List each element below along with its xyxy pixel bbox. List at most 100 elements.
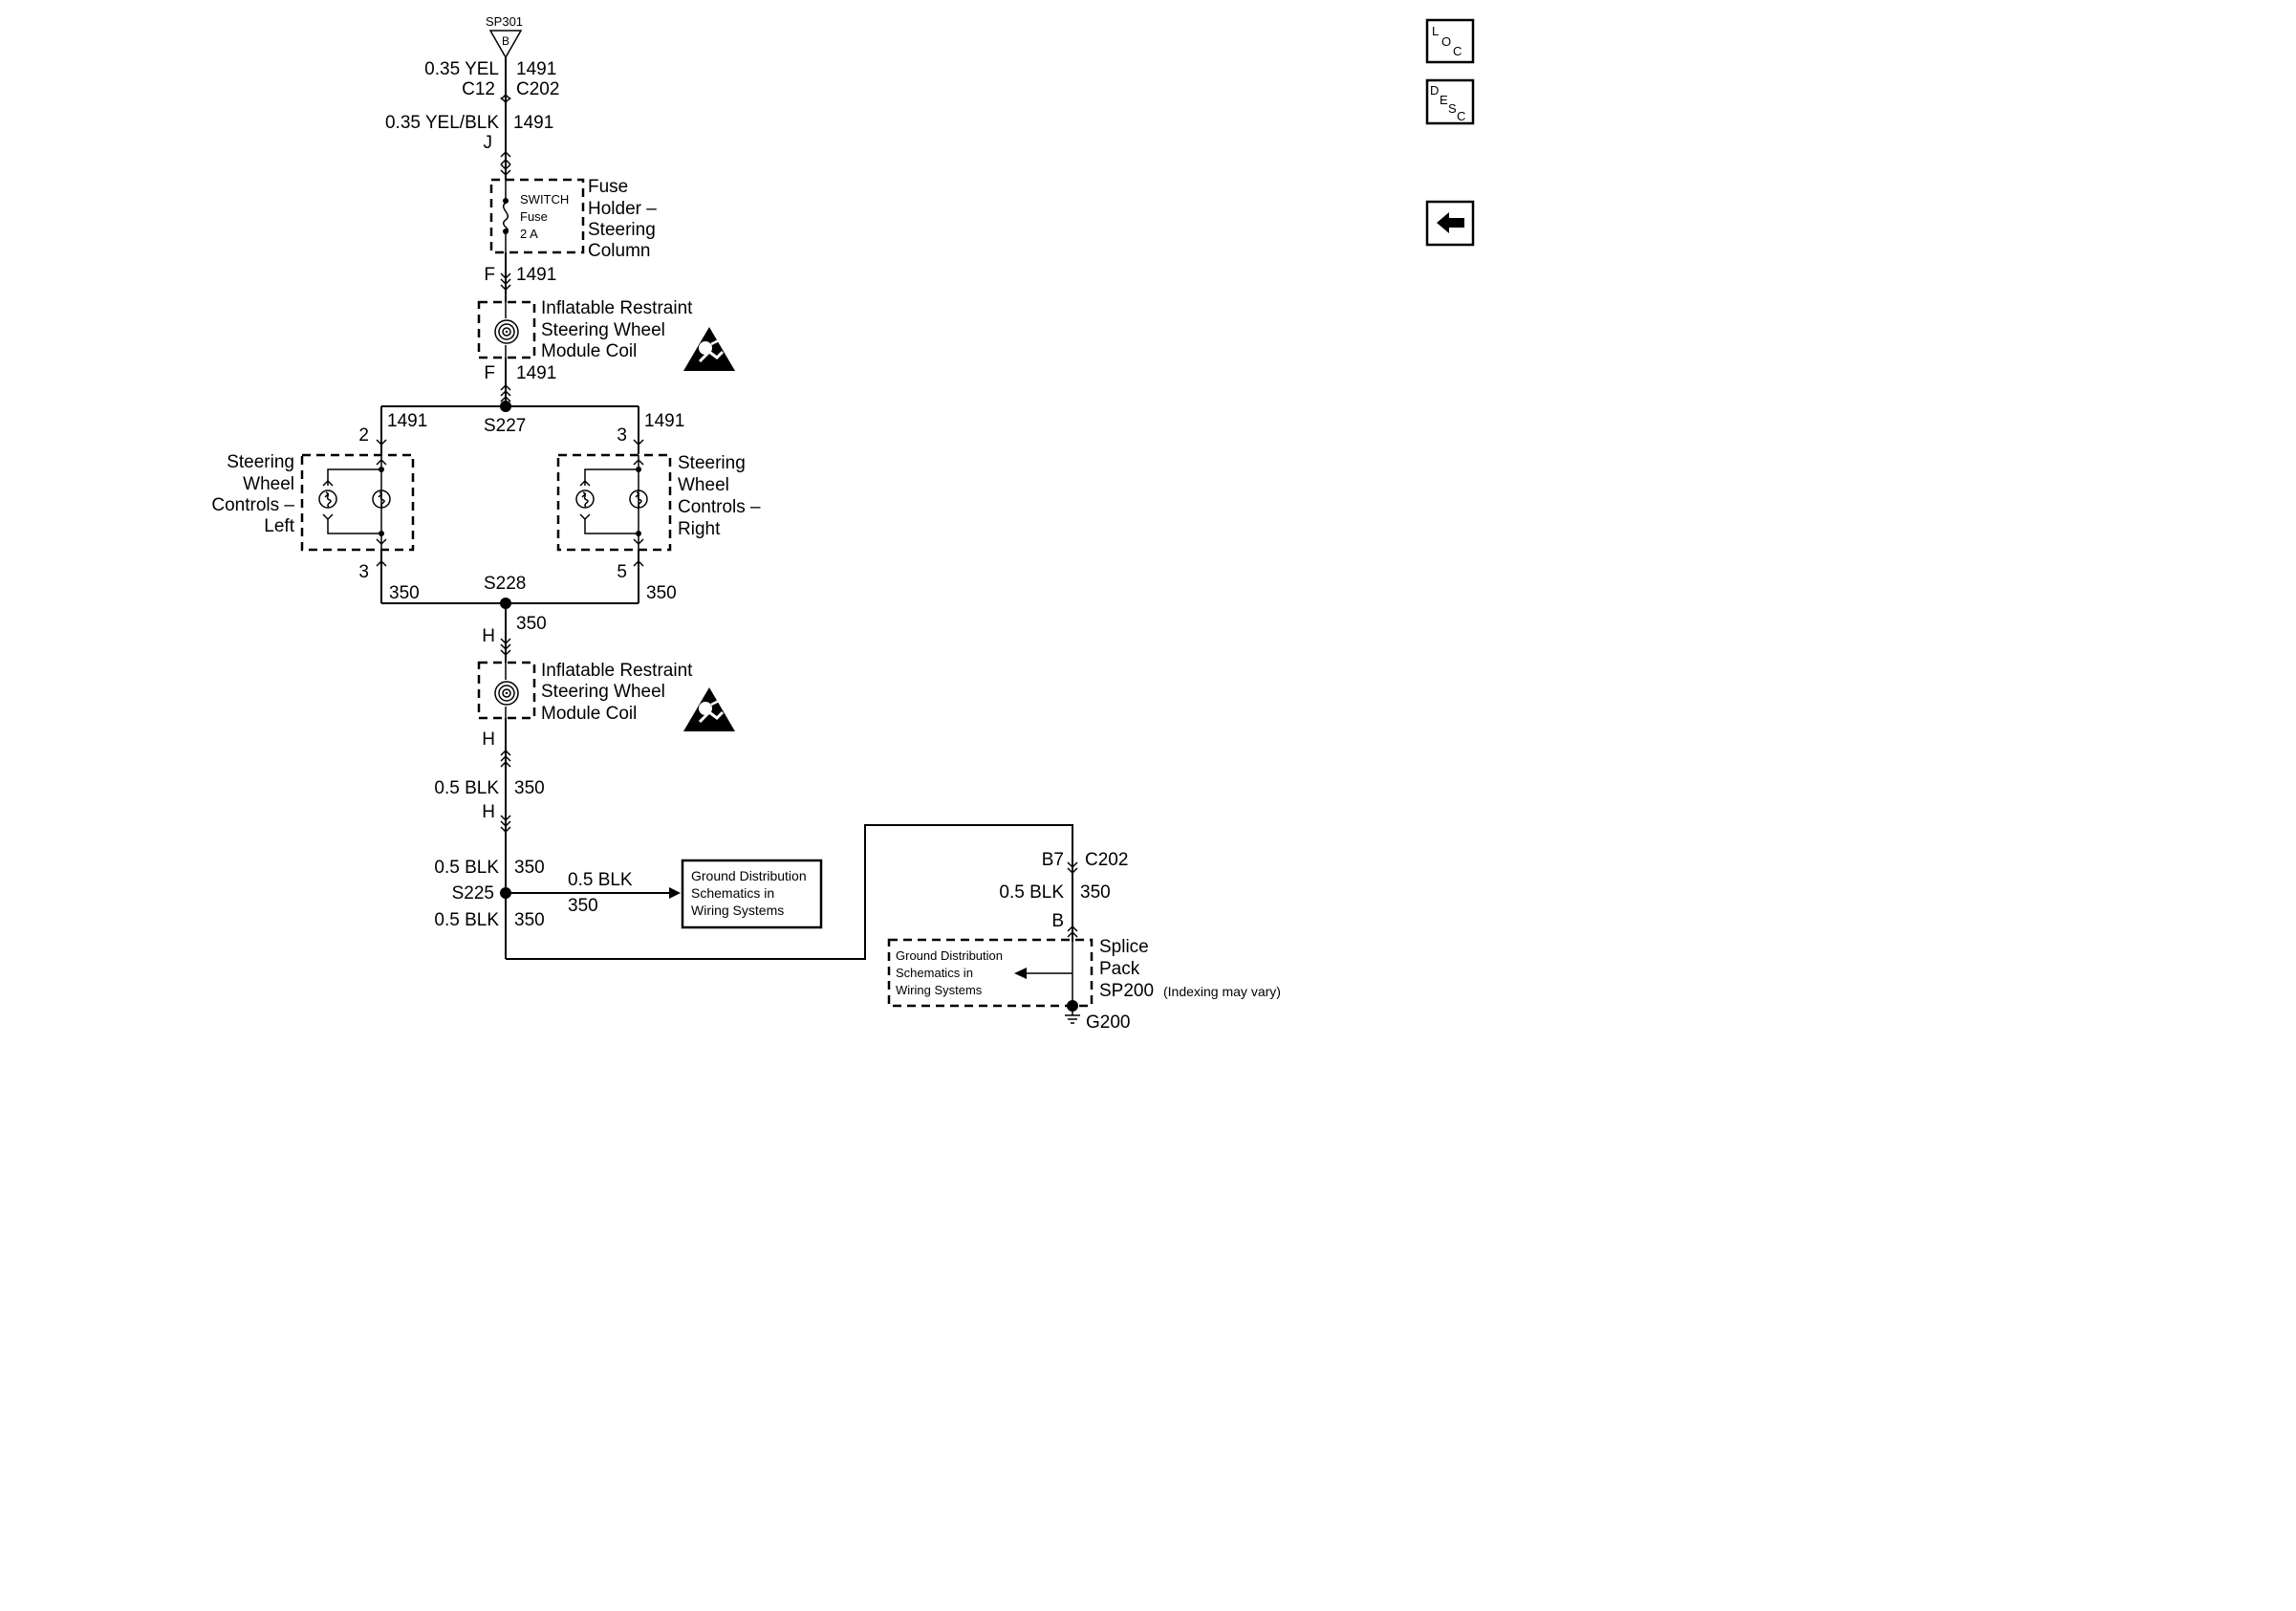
controls-right-label-3: Controls – xyxy=(678,497,761,517)
branch-circuit: 350 xyxy=(568,896,598,916)
wire-color-c: 0.5 BLK xyxy=(434,910,499,930)
wire-color-1: 0.35 YEL xyxy=(424,59,499,79)
loc-letter-c: C xyxy=(1453,44,1462,58)
desc-button[interactable]: D E S C xyxy=(1425,78,1475,125)
connector-c202-top: C202 xyxy=(516,79,559,99)
splice-s225-label: S225 xyxy=(452,883,494,903)
splice-pack-label-2: Pack xyxy=(1099,959,1140,979)
pin-b7: B7 xyxy=(1042,850,1064,870)
coil-lower-label-3: Module Coil xyxy=(541,704,637,724)
splice-s227-label: S227 xyxy=(484,416,526,436)
controls-left-box xyxy=(300,453,415,552)
coil-lower-box xyxy=(477,661,536,720)
pin-h-lower: H xyxy=(482,802,495,822)
splice-id-sp301: SP301 xyxy=(486,14,523,29)
pin-h-s228: H xyxy=(482,626,495,646)
splice-s227: S227 1491 1491 2 3 xyxy=(358,401,684,454)
splice-triangle xyxy=(488,30,523,59)
fuse-holder-label-1: Fuse xyxy=(588,177,628,197)
airbag-warning-icon-lower xyxy=(682,686,737,733)
circuit-350-right-side: 350 xyxy=(1080,882,1111,903)
ground-g200: G200 xyxy=(1086,1012,1130,1033)
splice-pack-box xyxy=(887,938,1094,1008)
splice-pack-label-1: Splice xyxy=(1099,937,1149,957)
circuit-1491-top: 1491 xyxy=(516,59,556,79)
splice-s228: S228 3 350 5 350 xyxy=(358,550,677,609)
ground-ref-2-line-3: Wiring Systems xyxy=(896,983,983,997)
steering-wheel-controls-left: Steering Wheel Controls – Left xyxy=(211,452,415,552)
coil-lower-label-1: Inflatable Restraint xyxy=(541,661,693,681)
fuse-holder-label-2: Holder – xyxy=(588,199,657,219)
coil-upper-label-3: Module Coil xyxy=(541,341,637,361)
desc-letter-d: D xyxy=(1430,83,1439,98)
splice-pack-sp200: Ground Distribution Schematics in Wiring… xyxy=(887,937,1281,1033)
wiring-schematic: SP301 B 0.35 YEL 1491 C12 C202 0.35 YEL/… xyxy=(211,14,1475,1033)
circuit-350-left: 350 xyxy=(389,583,420,603)
fuse-switch-label: SWITCH xyxy=(520,192,569,207)
clockspring-icon-lower xyxy=(494,681,519,706)
clockspring-icon xyxy=(494,319,519,344)
fuse-holder-label-3: Steering xyxy=(588,220,656,240)
wire-color-b: 0.5 BLK xyxy=(434,858,499,878)
controls-right-label-1: Steering xyxy=(678,453,746,473)
circuit-1491-left: 1491 xyxy=(387,411,427,431)
switch-right-1 xyxy=(575,490,595,509)
circuit-1491-coil: 1491 xyxy=(516,363,556,383)
pin-j: J xyxy=(484,133,493,153)
desc-letter-c: C xyxy=(1457,109,1465,123)
pin-3-left-out: 3 xyxy=(358,562,369,582)
desc-letter-e: E xyxy=(1440,93,1448,107)
splice-pin-b: B xyxy=(502,34,509,48)
pin-5-right-out: 5 xyxy=(617,562,627,582)
splice-sp301: SP301 B xyxy=(486,14,523,59)
circuit-350-b: 350 xyxy=(514,858,545,878)
circuit-1491-right: 1491 xyxy=(644,411,684,431)
ground-ref-2-line-2: Schematics in xyxy=(896,966,973,980)
pin-f-fuse: F xyxy=(484,265,495,285)
circuit-350-right: 350 xyxy=(646,583,677,603)
switch-left-2 xyxy=(372,490,391,509)
loc-letter-o: O xyxy=(1441,34,1451,49)
ground-dot xyxy=(1067,1000,1078,1012)
controls-right-label-2: Wheel xyxy=(678,475,729,495)
controls-left-label-3: Controls – xyxy=(211,495,294,515)
pin-f-coil: F xyxy=(484,363,495,383)
indexing-note: (Indexing may vary) xyxy=(1163,984,1281,999)
coil-upper-label-2: Steering Wheel xyxy=(541,320,665,340)
connector-c12: C12 xyxy=(462,79,495,99)
ground-ref-1-line-1: Ground Distribution xyxy=(691,868,807,883)
back-arrow-icon xyxy=(1437,212,1464,233)
airbag-warning-icon xyxy=(682,325,737,373)
coil-upper-box xyxy=(477,300,536,359)
desc-letter-s: S xyxy=(1448,101,1457,116)
pin-h-coil: H xyxy=(482,729,495,750)
module-coil-lower: Inflatable Restraint Steering Wheel Modu… xyxy=(477,661,737,733)
switch-left-1 xyxy=(318,490,337,509)
ground-distribution-link-1[interactable]: Ground Distribution Schematics in Wiring… xyxy=(681,859,823,929)
fuse-rating: 2 A xyxy=(520,227,538,241)
pin-b: B xyxy=(1051,911,1064,931)
ground-ref-1-line-2: Schematics in xyxy=(691,885,774,901)
controls-right-label-4: Right xyxy=(678,519,721,539)
wire-color-a: 0.5 BLK xyxy=(434,778,499,798)
circuit-350-c: 350 xyxy=(514,910,545,930)
fuse-holder-label-4: Column xyxy=(588,241,650,261)
ground-ref-2-line-1: Ground Distribution xyxy=(896,948,1003,963)
fuse-holder: SWITCH Fuse 2 A Fuse Holder – Steering C… xyxy=(489,177,657,261)
wire-to-splice-pack xyxy=(506,824,1073,960)
back-button[interactable] xyxy=(1425,200,1475,247)
circuit-350-a: 350 xyxy=(514,778,545,798)
fuse-holder-box xyxy=(489,178,585,254)
connector-c202-right: C202 xyxy=(1085,850,1128,870)
splice-dot-s227 xyxy=(500,401,511,412)
loc-button[interactable]: L O C xyxy=(1425,18,1475,64)
pin-2-left: 2 xyxy=(358,425,369,446)
fuse-label: Fuse xyxy=(520,209,548,224)
branch-wire-color: 0.5 BLK xyxy=(568,870,633,890)
wire-color-right: 0.5 BLK xyxy=(999,882,1064,903)
loc-letter-l: L xyxy=(1432,24,1439,38)
circuit-350-s228: 350 xyxy=(516,614,547,634)
circuit-1491-fuse: 1491 xyxy=(516,265,556,285)
splice-pack-id: SP200 xyxy=(1099,981,1154,1001)
circuit-1491-2: 1491 xyxy=(513,113,553,133)
